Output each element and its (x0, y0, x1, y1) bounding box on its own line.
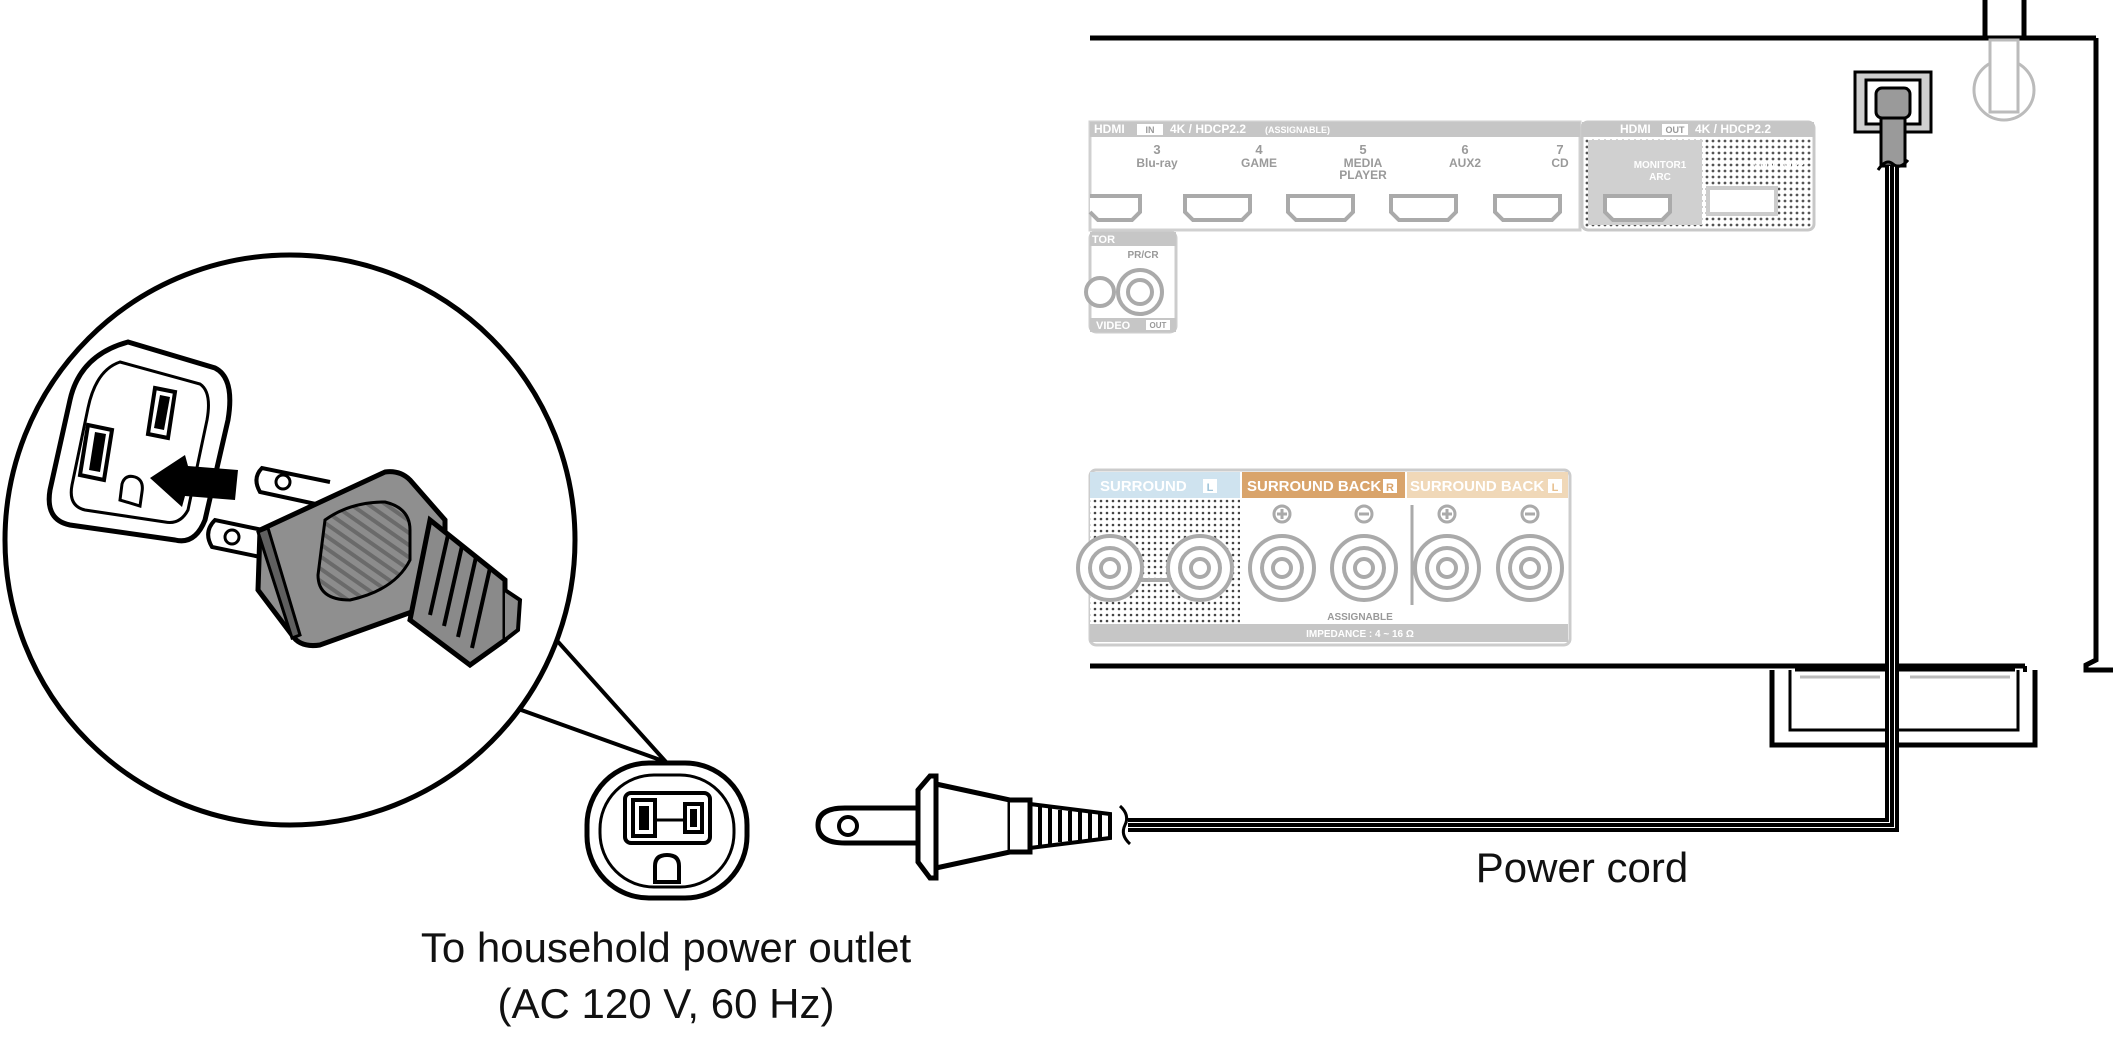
component-video-block: TOR PR/CR VIDEO OUT (1084, 230, 1178, 334)
power-plug (815, 773, 1112, 881)
receiver-foot (1769, 668, 2038, 748)
hdmi-in-port-5: 5 MEDIA PLAYER (1286, 142, 1387, 222)
svg-text:R: R (1386, 482, 1394, 494)
hdmi-out-spec: 4K / HDCP2.2 (1695, 122, 1771, 136)
hdmi-in-header: HDMI (1094, 122, 1125, 136)
svg-text:L: L (1207, 482, 1214, 494)
hdmi-out-monitor2-port (1706, 186, 1778, 216)
svg-text:PLAYER: PLAYER (1339, 168, 1387, 182)
hdmi-in-port-4: 4 GAME (1183, 142, 1277, 222)
magnified-detail (2, 252, 578, 828)
hdmi-out-monitor1-port (1603, 194, 1672, 222)
speaker-terminals-block: SURROUND L SURROUND BACK R SURROUND BACK… (1076, 468, 1572, 647)
hdmi-in-spec: 4K / HDCP2.2 (1170, 122, 1246, 136)
surround-l-label: SURROUND (1100, 478, 1187, 495)
svg-text:VIDEO: VIDEO (1096, 320, 1131, 332)
svg-text:CD: CD (1551, 156, 1569, 170)
wall-outlet (584, 760, 750, 901)
hdmi-in-badge: IN (1146, 125, 1155, 135)
power-cord-label: Power cord (1476, 844, 1688, 891)
binding-posts (1076, 534, 1564, 602)
hdmi-in-block: HDMI IN 4K / HDCP2.2 (ASSIGNABLE) 3 Blu-… (1088, 120, 1582, 232)
hdmi-in-port-7: 7 CD (1493, 142, 1569, 222)
hdmi-out-badge: OUT (1666, 125, 1686, 135)
surround-back-r-label: SURROUND BACK (1247, 478, 1381, 495)
hdmi-in-assignable: (ASSIGNABLE) (1265, 125, 1330, 135)
hdmi-out-block: HDMI OUT 4K / HDCP2.2 MONITOR1 ARC MONIT… (1580, 120, 1816, 232)
svg-text:Blu-ray: Blu-ray (1136, 156, 1178, 170)
ac-inlet (1853, 70, 1933, 168)
svg-text:OUT: OUT (1150, 321, 1167, 330)
insert-arrow-icon (150, 455, 238, 507)
assignable-label: ASSIGNABLE (1327, 612, 1393, 623)
surround-back-l-label: SURROUND BACK (1410, 478, 1544, 495)
monitor1-arc-label: ARC (1649, 172, 1671, 183)
outlet-label-line2: (AC 120 V, 60 Hz) (498, 980, 835, 1027)
hdmi-in-port-6: 6 AUX2 (1389, 142, 1481, 222)
svg-text:L: L (1552, 482, 1559, 494)
svg-text:MEDIA: MEDIA (1344, 156, 1383, 170)
svg-text:4: 4 (1255, 142, 1263, 157)
monitor1-label: MONITOR1 (1634, 160, 1687, 171)
outlet-label-line1: To household power outlet (421, 924, 912, 971)
receiver-rear-panel: HDMI IN 4K / HDCP2.2 (ASSIGNABLE) 3 Blu-… (1076, 0, 2113, 748)
hdmi-in-port-3: 3 Blu-ray (1088, 142, 1178, 222)
svg-text:7: 7 (1556, 142, 1563, 157)
svg-text:PR/CR: PR/CR (1127, 250, 1159, 261)
svg-text:TOR: TOR (1092, 234, 1115, 246)
antenna-connector (1972, 38, 2036, 122)
svg-text:5: 5 (1359, 142, 1366, 157)
monitor2-label: MONITOR2 (1752, 160, 1805, 171)
svg-text:3: 3 (1153, 142, 1160, 157)
impedance-label: IMPEDANCE : 4 ~ 16 Ω (1306, 629, 1414, 640)
svg-text:6: 6 (1461, 142, 1468, 157)
svg-text:GAME: GAME (1241, 156, 1277, 170)
power-cord (1118, 159, 1910, 846)
svg-text:AUX2: AUX2 (1449, 156, 1481, 170)
hdmi-out-header: HDMI (1620, 122, 1651, 136)
